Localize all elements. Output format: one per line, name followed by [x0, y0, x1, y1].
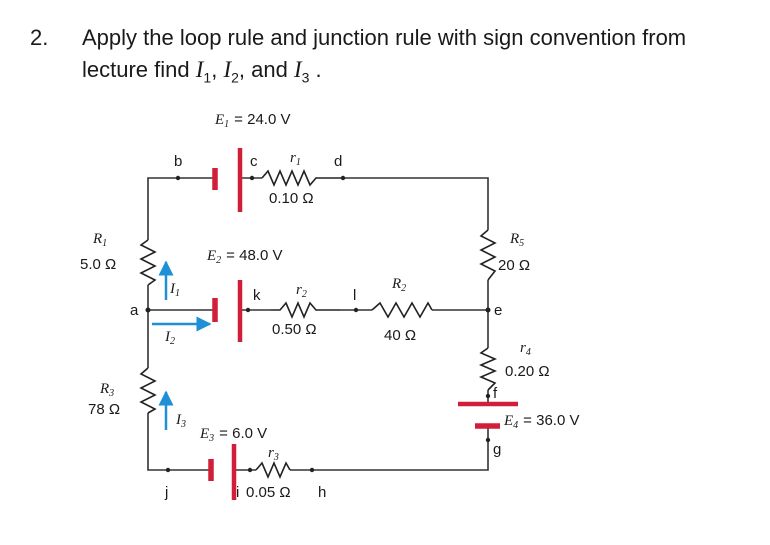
- battery-E2: [212, 280, 243, 342]
- current-label-I1: I1: [169, 281, 180, 299]
- R3-value: 78 Ω: [88, 401, 120, 418]
- emf-E2-label: E2= 48.0 V: [206, 247, 282, 266]
- point-label-k: k: [253, 287, 261, 304]
- junction-dot-f: [485, 393, 491, 399]
- R5-symbol: R5: [509, 231, 524, 249]
- point-label-h: h: [318, 484, 326, 501]
- r1-value: 0.10 Ω: [269, 190, 314, 207]
- right-wire: [392, 280, 489, 471]
- resistor-r4: [478, 347, 498, 391]
- junction-dot-j: [165, 467, 171, 473]
- junction-dot-k: [245, 307, 251, 313]
- resistor-R1: [139, 239, 157, 286]
- circuit-wires: [147, 177, 489, 471]
- junction-dot-b: [175, 175, 181, 181]
- resistor-R2: [371, 301, 433, 319]
- point-label-a: a: [130, 302, 139, 319]
- point-label-g: g: [493, 441, 501, 458]
- top-wire: [147, 177, 489, 240]
- battery-E3: [208, 444, 237, 500]
- emf-E1-label: E1= 24.0 V: [214, 111, 290, 130]
- junction-dot-h: [309, 467, 315, 473]
- junction-dot-l: [353, 307, 359, 313]
- resistor-r3: [255, 460, 291, 480]
- r3-value: 0.05 Ω: [246, 484, 291, 501]
- junction-dot-i: [247, 467, 253, 473]
- R2-value: 40 Ω: [384, 327, 416, 344]
- battery-E1: [212, 148, 243, 212]
- point-label-d: d: [334, 153, 342, 170]
- resistor-r2: [271, 300, 340, 320]
- R3-symbol: R3: [99, 381, 114, 399]
- R5-value: 20 Ω: [498, 257, 530, 274]
- junction-dot-a: [145, 307, 151, 313]
- current-label-I3: I3: [175, 412, 186, 430]
- junction-dot-e: [485, 307, 491, 313]
- R1-value: 5.0 Ω: [80, 256, 116, 273]
- point-label-b: b: [174, 153, 182, 170]
- question-number: 2.: [30, 25, 49, 50]
- r3-symbol: r3: [268, 445, 279, 463]
- r2-value: 0.50 Ω: [272, 321, 317, 338]
- point-label-l: l: [353, 287, 356, 304]
- current-label-I2: I2: [164, 329, 175, 347]
- junction-dot-g: [485, 437, 491, 443]
- resistor-r1: [261, 168, 343, 188]
- R2-symbol: R2: [391, 276, 406, 294]
- R1-symbol: R1: [92, 231, 107, 249]
- resistor-R3: [139, 367, 157, 414]
- resistor-R5: [479, 229, 497, 281]
- question-line-2: lecture find I1, I2, and I3 .: [82, 57, 322, 86]
- question-line-1: Apply the loop rule and junction rule wi…: [82, 25, 687, 50]
- bottom-wire: [147, 413, 392, 471]
- point-label-i: i: [236, 484, 239, 501]
- r1-symbol: r1: [290, 150, 301, 168]
- battery-E4: [458, 401, 518, 429]
- emf-E3-label: E3= 6.0 V: [199, 425, 267, 444]
- point-label-c: c: [250, 153, 258, 170]
- emf-E4-label: E4= 36.0 V: [503, 412, 579, 431]
- r2-symbol: r2: [296, 282, 307, 300]
- r4-symbol: r4: [520, 340, 531, 358]
- point-label-e: e: [494, 302, 502, 319]
- r4-value: 0.20 Ω: [505, 363, 550, 380]
- point-label-f: f: [493, 385, 498, 402]
- junction-dot-d: [340, 175, 346, 181]
- point-label-j: j: [164, 484, 168, 501]
- junction-dot-c: [249, 175, 255, 181]
